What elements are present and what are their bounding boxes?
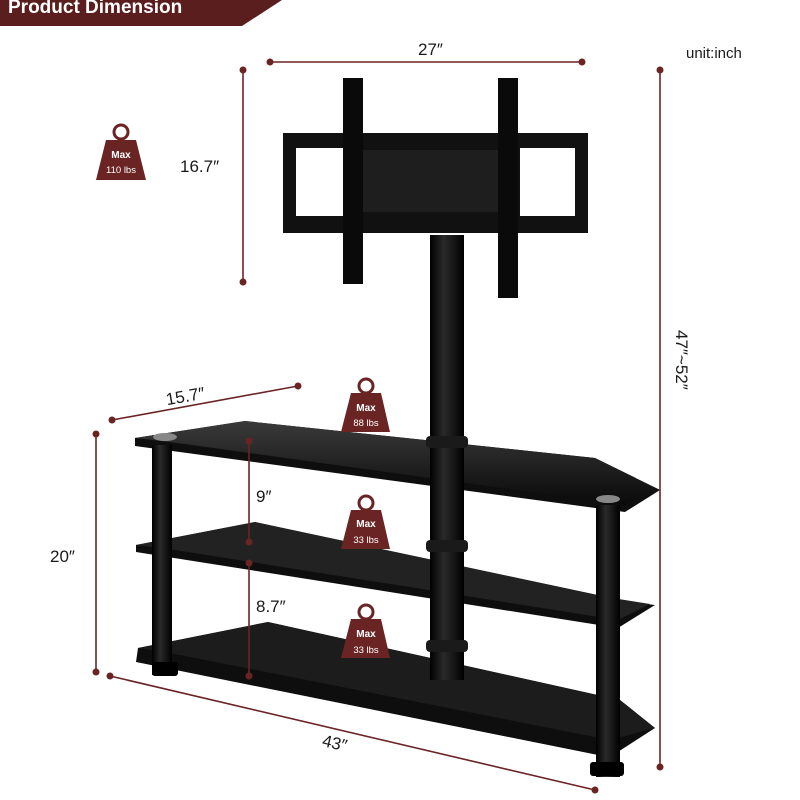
foot-right	[590, 762, 624, 776]
leg-left	[152, 445, 172, 675]
dimension-lines	[95, 61, 661, 791]
top-shelf-cap-right	[596, 495, 620, 503]
pole-collar-1	[426, 436, 468, 448]
bottom-shelf-top	[138, 622, 655, 740]
weight-icon	[341, 377, 390, 432]
weight-badge-bracket: Max 110 lbs	[96, 123, 146, 180]
bracket-arm-left	[343, 78, 363, 284]
bracket-cutout-left	[296, 148, 348, 216]
weight-badge-top-shelf: Max 88 lbs	[341, 377, 390, 432]
weight-badge-middle-shelf: Max 33 lbs	[341, 494, 390, 549]
center-pole	[430, 235, 464, 680]
label-bracket-height: 16.7″	[180, 157, 219, 176]
weight-badge-line1: Max	[356, 519, 376, 530]
weight-badge-line2: 88 lbs	[353, 418, 379, 429]
top-shelf-top	[135, 421, 660, 505]
dimension-endpoints	[92, 58, 664, 794]
leg-right	[596, 505, 620, 777]
weight-badge-line1: Max	[356, 403, 376, 414]
tv-stand-illustration	[135, 78, 660, 777]
label-depth: 15.7″	[164, 384, 206, 410]
label-length: 43″	[320, 731, 349, 755]
weight-badge-bottom-shelf: Max 33 lbs	[341, 603, 390, 658]
middle-shelf-top	[136, 522, 650, 620]
weight-icon	[341, 494, 390, 549]
banner-title: Product Dimension	[8, 0, 182, 18]
tv-mount-bracket	[283, 78, 588, 298]
bracket-plate	[356, 150, 512, 212]
weight-badge-line2: 110 lbs	[106, 165, 136, 176]
weight-badge-line1: Max	[356, 629, 376, 640]
title-banner: Product Dimension	[0, 0, 282, 26]
pole-collar-3	[426, 640, 468, 652]
weight-badge-line2: 33 lbs	[353, 535, 379, 546]
banner-shape	[0, 0, 282, 26]
top-shelf-cap-left	[153, 433, 177, 441]
weight-icon	[96, 123, 146, 180]
bracket-cutout-right	[520, 148, 575, 216]
weight-icon	[341, 603, 390, 658]
unit-label: unit:inch	[686, 45, 742, 62]
pole-collar-2	[426, 540, 468, 552]
label-shelf-gap-lower: 8.7″	[256, 597, 286, 616]
weight-badge-line1: Max	[111, 150, 131, 161]
foot-left	[152, 662, 178, 676]
bracket-arm-right	[498, 78, 518, 298]
weight-badge-line2: 33 lbs	[353, 645, 379, 656]
label-width-top: 27″	[418, 40, 443, 59]
label-shelf-gap-upper: 9″	[256, 487, 271, 506]
label-stand-height: 20″	[50, 547, 75, 566]
label-total-height: 47″~52″	[672, 330, 691, 390]
